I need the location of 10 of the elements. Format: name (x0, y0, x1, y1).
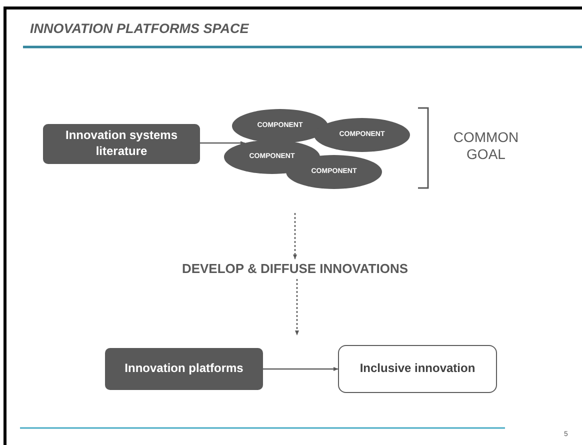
outcome-box: Inclusive innovation (338, 345, 497, 393)
slide-title: INNOVATION PLATFORMS SPACE (30, 21, 249, 36)
process-box: Innovation systems literature (43, 124, 200, 164)
arrow (293, 212, 297, 260)
arrow (262, 367, 338, 371)
arrow (295, 278, 299, 336)
process-box: Innovation platforms (105, 348, 263, 390)
stage-label: DEVELOP & DIFFUSE INNOVATIONS (182, 260, 408, 278)
arrow (200, 141, 246, 145)
goal-label: COMMON GOAL (452, 129, 520, 163)
